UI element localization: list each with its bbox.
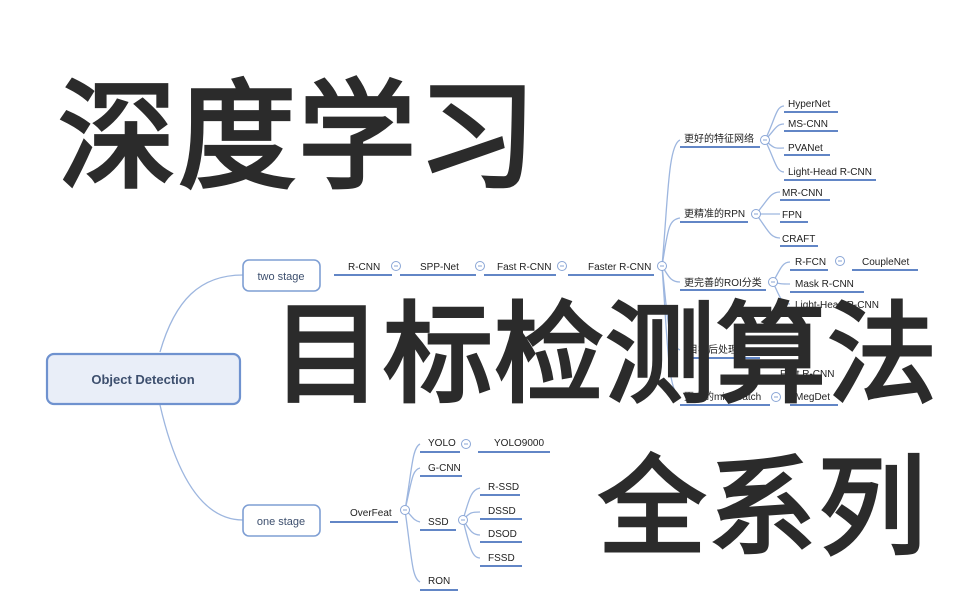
yolo9000-node[interactable]: YOLO9000 [494,438,544,449]
leaf-node[interactable]: CRAFT [782,234,815,245]
leaf-node[interactable]: Fast R-CNN [780,369,834,380]
ron-node[interactable]: RON [428,576,450,587]
leaf-node[interactable]: R-SSD [488,482,519,493]
leaf-node[interactable]: MS-CNN [788,119,828,130]
leaf-node[interactable]: MegDet [795,392,830,403]
leaf-node[interactable]: CoupleNet [862,257,909,268]
leaf-node[interactable]: FPN [782,210,802,221]
headline-line-2: 目标检测算法 [272,291,938,419]
chain-node[interactable]: R-CNN [348,262,380,273]
leaf-node[interactable]: FSSD [488,553,515,564]
two-stage-node[interactable] [242,259,321,292]
leaf-node[interactable]: MR-CNN [782,188,823,199]
branch-post-processing[interactable]: 目标后处理 [688,344,738,356]
leaf-node[interactable]: Light-Head R-CNN [788,167,872,178]
leaf-node[interactable]: PVANet [788,143,823,154]
root-node-label: Object Detection [91,372,194,387]
leaf-node[interactable]: HyperNet [788,99,830,110]
chain-node[interactable]: Fast R-CNN [497,262,551,273]
leaf-node[interactable]: Light-Head R-CNN [795,300,879,311]
one-stage-label: one stage [257,516,305,528]
two-stage-label: two stage [257,271,304,283]
toggle-dashes [394,139,842,521]
leaf-node[interactable]: R-FCN [795,257,826,268]
leaf-node[interactable]: Mask R-CNN [795,279,854,290]
headline-line-3: 全系列 [598,446,929,571]
branch-better-rpn[interactable]: 更精准的RPN [684,207,745,220]
gcnn-node[interactable]: G-CNN [428,463,461,474]
branch-better-features[interactable]: 更好的特征网络 [684,132,754,145]
leaf-node[interactable]: DSOD [488,529,517,540]
chain-node[interactable]: Faster R-CNN [588,262,651,273]
overfeat-node[interactable]: OverFeat [350,508,392,519]
underlines [330,111,918,591]
chain-node[interactable]: SPP-Net [420,262,459,273]
branch-better-roi[interactable]: 更完善的ROI分类 [684,276,762,289]
yolo-node[interactable]: YOLO [428,438,456,449]
branch-minibatch[interactable]: 更大的mini-Batch [684,390,761,403]
leaf-node[interactable]: DSSD [488,506,516,517]
root-node[interactable] [45,352,242,406]
headline-line-1: 深度学习 [58,68,539,206]
ssd-node[interactable]: SSD [428,517,449,528]
one-stage-node[interactable] [242,504,321,537]
